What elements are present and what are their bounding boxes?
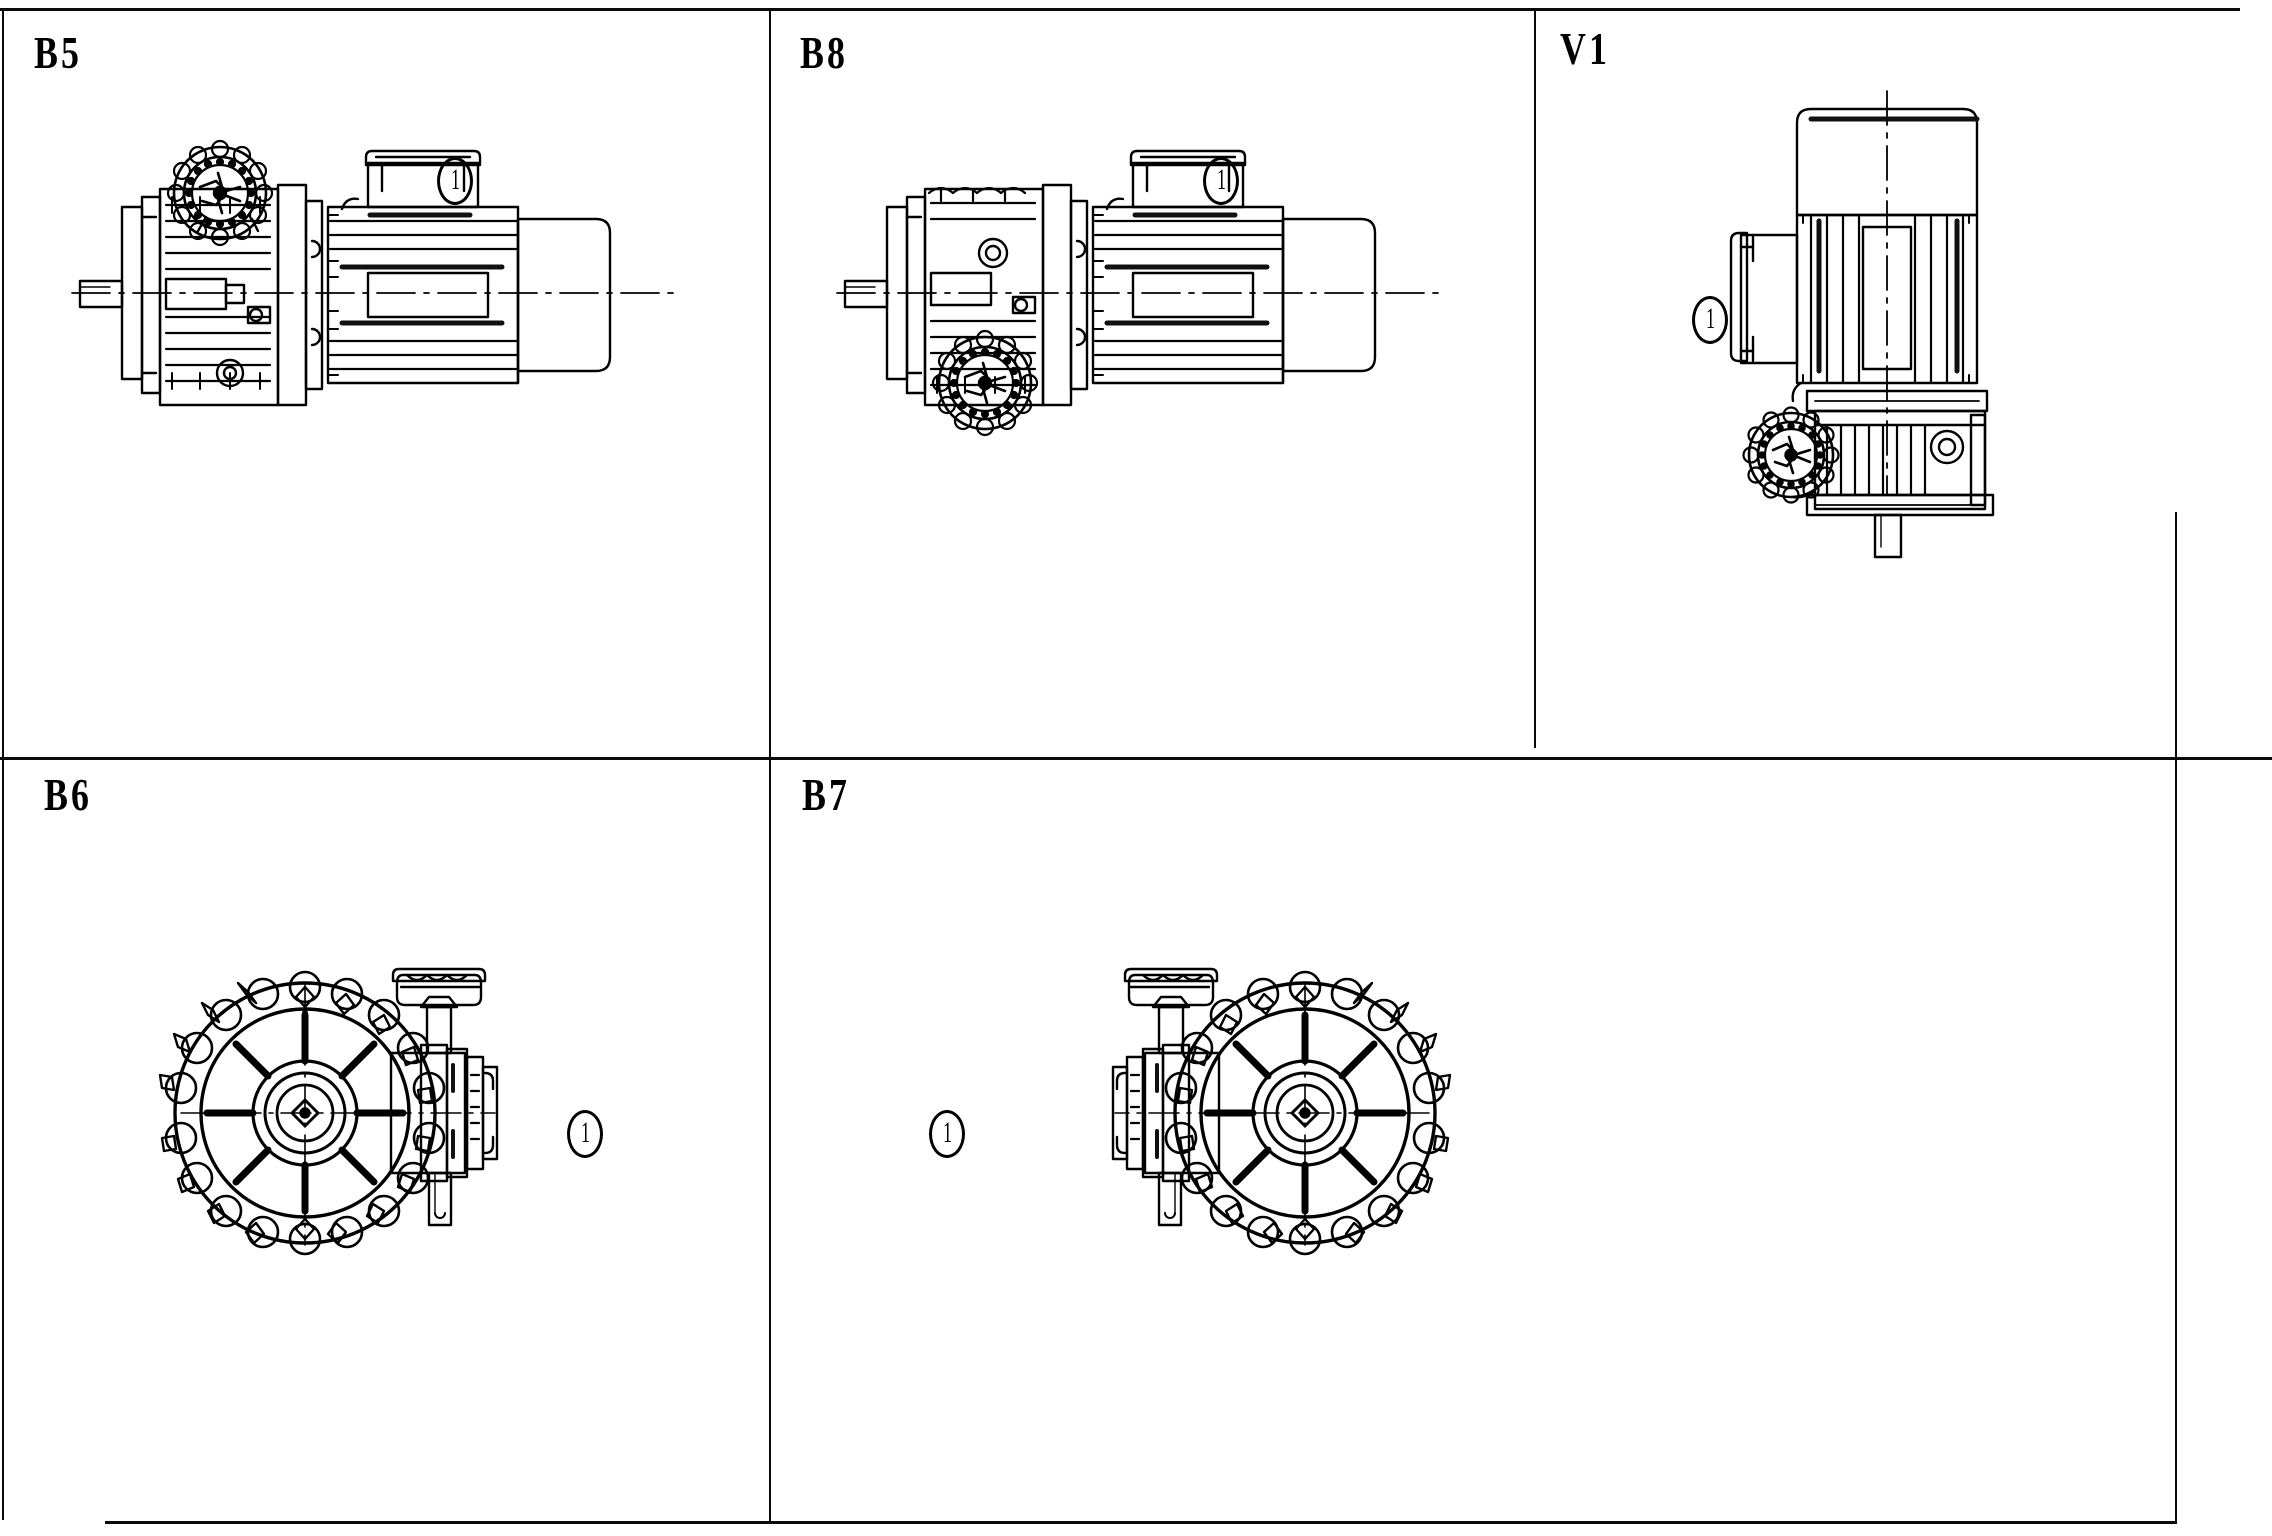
- frame-bottom-rule: [105, 1521, 2177, 1524]
- frame-top-rule: [0, 8, 2240, 11]
- drawing-b5: [71, 139, 681, 435]
- callout-number-b7: 1: [942, 1116, 952, 1149]
- panel-label-b7: B7: [802, 769, 851, 820]
- callout-number-b8: 1: [1216, 163, 1226, 196]
- panel-divider-right: [1534, 8, 1536, 748]
- panel-label-b6: B6: [44, 769, 93, 820]
- frame-left-rule: [2, 8, 4, 1520]
- callout-number-b6: 1: [580, 1116, 590, 1149]
- callout-marker-v1: 1: [1692, 296, 1728, 344]
- callout-marker-b7: 1: [929, 1110, 965, 1158]
- panel-label-b8: B8: [800, 27, 849, 78]
- callout-marker-b5: 1: [437, 157, 473, 205]
- frame-middle-horizontal-rule: [0, 757, 2272, 760]
- drawing-b6: [158, 945, 625, 1295]
- callout-number-b5: 1: [450, 163, 460, 196]
- frame-right-rule: [2175, 512, 2177, 1523]
- panel-label-b5: B5: [34, 27, 83, 78]
- panel-label-v1: V1: [1560, 23, 1611, 74]
- callout-marker-b6: 1: [567, 1110, 603, 1158]
- drawing-b8: [836, 145, 1446, 437]
- callout-number-v1: 1: [1705, 302, 1715, 335]
- drawing-b7: [985, 945, 1452, 1295]
- panel-divider-left: [769, 8, 771, 1522]
- callout-marker-b8: 1: [1203, 157, 1239, 205]
- drawing-v1: [1715, 90, 2035, 559]
